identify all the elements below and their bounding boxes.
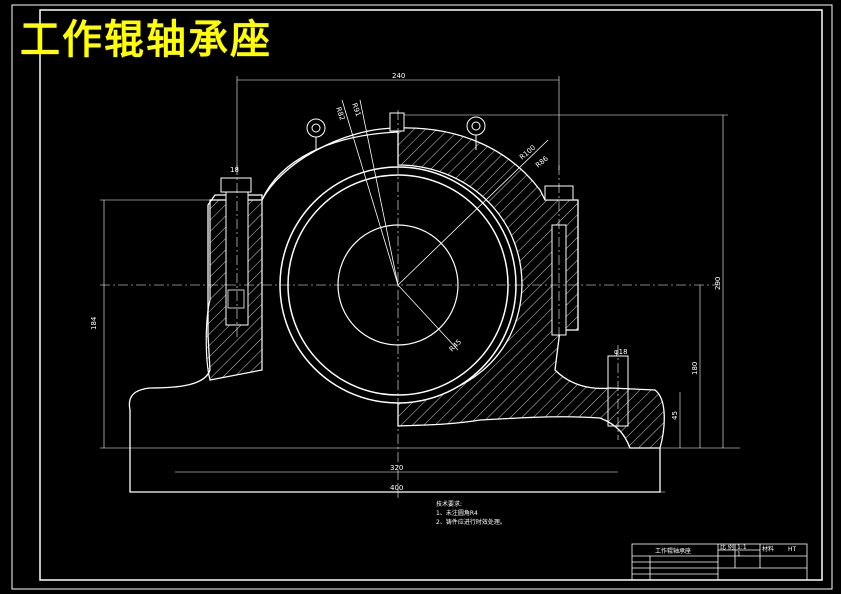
outer-border [11, 4, 833, 590]
notes-heading: 技术要求: [436, 501, 463, 508]
title-block-material-label: 材料 [762, 545, 774, 553]
left-eye-bolt [306, 118, 326, 150]
dim-inner-width: 320 [390, 464, 403, 472]
dim-center-height: 180 [691, 362, 699, 375]
dim-bolt-top: 18 [230, 166, 239, 174]
drawing-title: 工作辊轴承座 [20, 17, 272, 63]
dim-r4: R86 [534, 154, 550, 169]
dim-right-height: 290 [714, 277, 722, 290]
dim-overall-width: 400 [390, 484, 403, 492]
right-eye-bolt [466, 116, 486, 150]
dim-bolt-hole: φ18 [614, 348, 628, 356]
dim-base-height: 45 [671, 411, 679, 420]
title-block-qty: 1 [737, 551, 741, 558]
note-item-2: 2、铸件应进行时效处理。 [436, 519, 506, 526]
title-block-material: HT [788, 546, 797, 553]
title-block-ratio-label: 比 例 [720, 543, 734, 551]
note-item-1: 1、未注圆角R4 [436, 510, 478, 517]
title-block-name: 工作辊轴承座 [655, 547, 691, 555]
dim-left-height: 184 [90, 316, 98, 330]
title-block [631, 543, 808, 581]
dim-top-width: 240 [392, 72, 405, 80]
technical-notes: 技术要求: 1、未注圆角R4 2、铸件应进行时效处理。 [436, 500, 506, 527]
inner-border [39, 9, 823, 581]
title-block-ratio: 1:1 [737, 544, 747, 551]
